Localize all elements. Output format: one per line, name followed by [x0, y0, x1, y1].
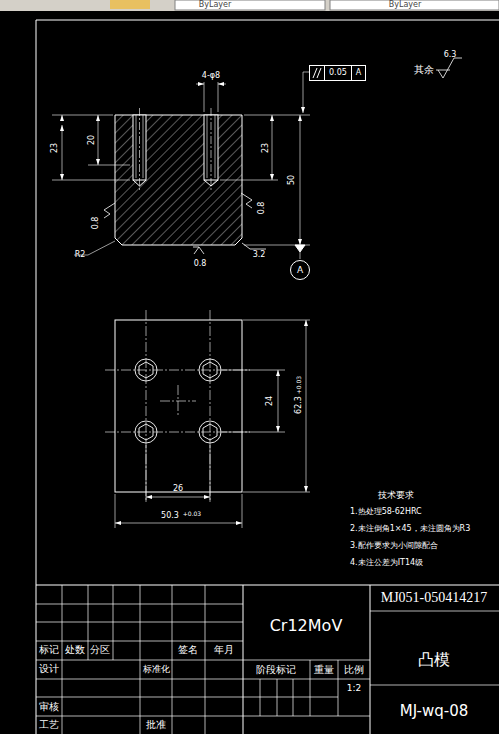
title-block-cell: 设计 [39, 664, 59, 674]
title-block-cell: 凸模 [418, 652, 450, 668]
technical-note: 3.配作要求为小间隙配合 [350, 542, 438, 550]
dimension-text: 26 [173, 485, 183, 493]
technical-note: 1.热处理58-62HRC [350, 508, 422, 516]
dimension-text: 4-φ8 [202, 72, 220, 80]
title-block-cell: 年月 [214, 645, 234, 655]
technical-note: 技术要求 [378, 491, 414, 500]
dimension-text: 23 [262, 143, 270, 153]
dimension-text: 62.3 [295, 396, 303, 414]
dimension-text: 20 [88, 135, 96, 145]
title-block-cell: MJ051-050414217 [381, 591, 488, 605]
datum-letter: A [297, 266, 303, 275]
toolbar-text: ByLayer [389, 1, 422, 9]
dimension-text: +0.03 [183, 511, 201, 517]
title-block-cell: 比例 [344, 665, 364, 675]
tolerance-cell: A [351, 66, 365, 80]
datum-circle: A [290, 260, 310, 280]
title-block-cell: 标准化 [143, 665, 170, 674]
dimension-text: 其余 [414, 65, 434, 75]
feature-control-frame: 0.05A [309, 65, 366, 81]
parallelism-symbol [310, 66, 324, 80]
title-block-cell: 阶段标记 [256, 665, 296, 675]
dimension-text: +0.03 [296, 376, 302, 394]
dimension-text: R2 [75, 251, 86, 259]
dimension-text: 0.8 [258, 202, 266, 215]
title-block-cell: 工艺 [39, 720, 59, 730]
dimension-text: 50 [288, 175, 296, 185]
title-block-cell: 签名 [178, 645, 198, 655]
technical-note: 4.未注公差为IT14级 [350, 559, 423, 567]
title-block-cell: 1:2 [347, 684, 361, 693]
title-block-cell: 审核 [39, 702, 59, 712]
dimension-text: 23 [51, 143, 59, 153]
title-block-cell: 批准 [146, 720, 166, 730]
dimension-text: 6.3 [444, 51, 457, 59]
dimension-text: 3.2 [253, 251, 266, 259]
title-block-cell: MJ-wq-08 [400, 704, 469, 719]
title-block-cell: 分区 [90, 645, 110, 655]
title-block-cell: 处数 [65, 645, 85, 655]
technical-note: 2.未注倒角1×45，未注圆角为R3 [350, 525, 470, 533]
toolbar-text: ByLayer [199, 1, 232, 9]
dimension-text: 24 [266, 396, 274, 406]
title-block-cell: 重量 [314, 665, 334, 675]
dimension-text: 0.8 [194, 260, 207, 268]
dimension-text: 50.3 [161, 512, 179, 520]
tolerance-cell: 0.05 [324, 66, 351, 80]
title-block-cell: 标记 [39, 645, 59, 655]
title-block-cell: Cr12MoV [270, 618, 343, 634]
dimension-text: 0.8 [92, 217, 100, 230]
